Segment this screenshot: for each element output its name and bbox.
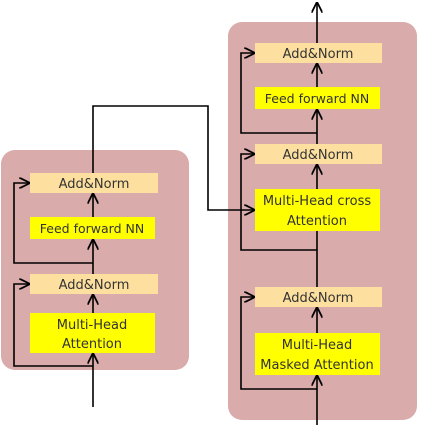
decoder-add-norm-middle bbox=[255, 144, 382, 164]
encoder-connectors bbox=[13, 105, 254, 407]
decoder-add-norm-top-label: Add&Norm bbox=[283, 47, 354, 62]
decoder-masked-attention bbox=[255, 333, 380, 375]
encoder-feed-forward bbox=[30, 217, 155, 239]
encoder-add-norm-top bbox=[30, 173, 158, 193]
encoder-add-norm-top-label: Add&Norm bbox=[59, 177, 130, 192]
encoder-residual-bottom bbox=[13, 284, 93, 367]
decoder-residual-bottom bbox=[240, 297, 317, 390]
decoder-masked-attention-label-line1: Multi-Head bbox=[282, 338, 352, 353]
decoder-connectors bbox=[240, 3, 317, 425]
decoder-add-norm-middle-label: Add&Norm bbox=[283, 148, 354, 163]
decoder-feed-forward-label: Feed forward NN bbox=[265, 91, 369, 106]
decoder-add-norm-bottom-label: Add&Norm bbox=[283, 291, 354, 306]
decoder-masked-attention-label-line2: Masked Attention bbox=[260, 358, 373, 373]
encoder-attention-label-line2: Attention bbox=[62, 337, 122, 352]
encoder-feed-forward-label: Feed forward NN bbox=[40, 221, 144, 236]
encoder-add-norm-bottom bbox=[30, 274, 158, 294]
decoder-cross-attention bbox=[255, 189, 380, 231]
encoder-residual-top bbox=[13, 183, 93, 264]
decoder-add-norm-bottom bbox=[255, 287, 382, 307]
decoder-residual-middle bbox=[240, 154, 317, 251]
decoder-cross-attention-label-line1: Multi-Head cross bbox=[263, 194, 372, 209]
encoder-add-norm-bottom-label: Add&Norm bbox=[59, 278, 130, 293]
decoder-feed-forward bbox=[255, 87, 380, 109]
decoder-add-norm-top bbox=[255, 43, 382, 63]
decoder-cross-attention-label-line2: Attention bbox=[287, 214, 347, 229]
decoder-residual-top bbox=[240, 53, 317, 134]
encoder-multi-head-attention bbox=[30, 313, 155, 353]
encoder-attention-label-line1: Multi-Head bbox=[57, 318, 127, 333]
encoder-to-decoder-link bbox=[92, 105, 254, 210]
